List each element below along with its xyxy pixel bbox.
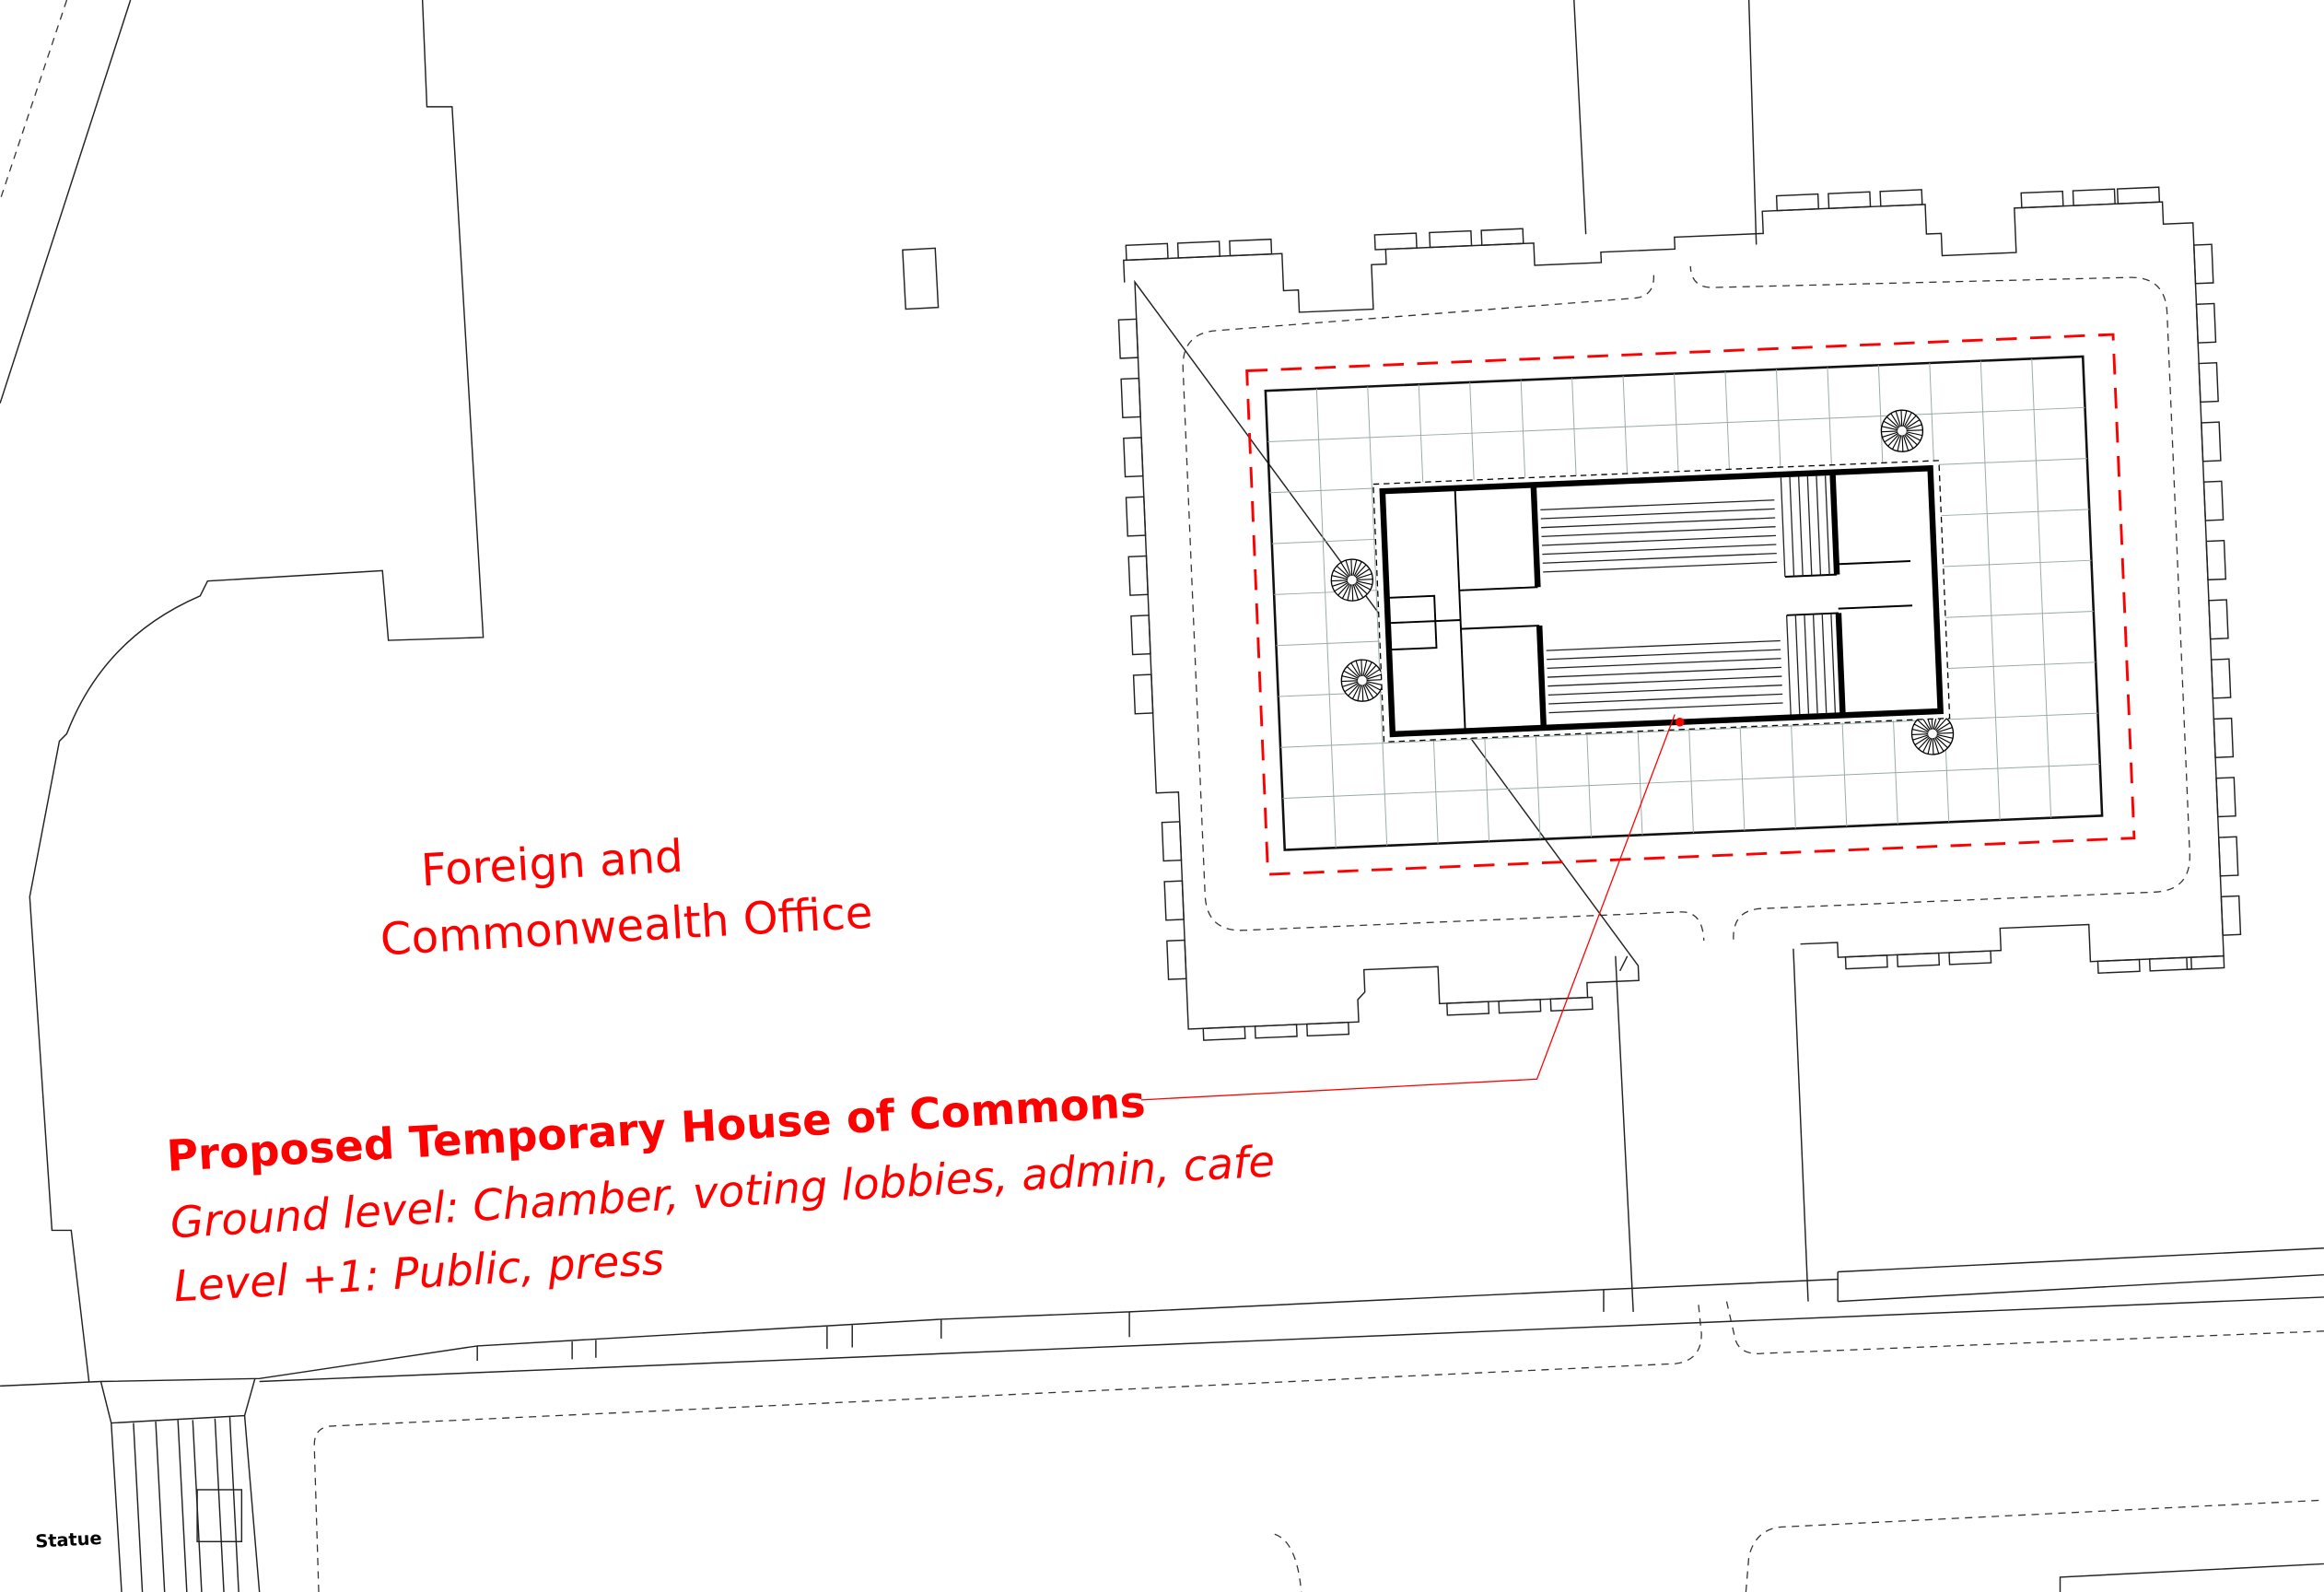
road-edge-dashed	[1274, 1533, 1302, 1592]
perimeter-bays	[1117, 186, 2242, 1041]
statue-label: Statue	[35, 1528, 102, 1552]
grid-line	[1267, 406, 2085, 442]
grid-line	[1979, 360, 2001, 821]
bench-row	[1547, 666, 1781, 678]
stair-line	[1804, 614, 1810, 714]
site-boundary-red	[1245, 333, 2136, 876]
leader-line	[1140, 714, 1676, 1101]
tree-icon	[1330, 558, 1373, 602]
bench-row	[1547, 658, 1781, 670]
bench-row	[1547, 649, 1781, 661]
statue-strip	[99, 1378, 261, 1592]
street-frontage	[0, 1247, 2324, 1387]
stair-line	[1806, 476, 1813, 576]
stair-line	[1816, 475, 1822, 576]
diagonal-dashed	[0, 0, 68, 201]
courtyard-road-dashed	[1182, 265, 2190, 942]
stair-line	[1798, 476, 1804, 577]
stair-line	[1812, 614, 1818, 714]
bench-row	[1540, 508, 1775, 520]
bench-row	[1543, 561, 1778, 573]
stair-line	[1824, 475, 1830, 576]
stair-line	[1785, 615, 1792, 715]
fco-building-outline	[29, 0, 485, 1382]
bench-row	[1541, 526, 1776, 537]
trees	[1330, 409, 1955, 755]
frontage-line-2	[259, 1296, 2324, 1383]
fco-label-line1: Foreign and	[420, 831, 684, 897]
chamber-benches	[1540, 475, 1837, 715]
bench-row	[1542, 544, 1777, 556]
proposal-line2: Level +1: Public, press	[172, 1235, 665, 1313]
diagonal-boundary	[0, 0, 132, 404]
tree-icon	[1910, 712, 1955, 755]
tree-icon	[1880, 409, 1924, 452]
bench-row	[1548, 693, 1783, 705]
stair-line	[1780, 477, 1786, 578]
fco-label-line2: Commonwealth Office	[379, 887, 873, 966]
bench-row	[1546, 639, 1781, 651]
grid-line	[1282, 763, 2100, 800]
road-edge-dashed	[1745, 1499, 2324, 1592]
stair-line	[1794, 615, 1801, 715]
bench-row	[1541, 517, 1776, 529]
bench-row	[1548, 702, 1783, 714]
grid-line	[1367, 386, 1388, 846]
perimeter-building-outline	[1123, 201, 2225, 1030]
access-road	[1615, 948, 1809, 1312]
bench-row	[1547, 675, 1782, 687]
temporary-chamber-building	[1372, 460, 1951, 743]
grid-line	[1280, 712, 2098, 748]
bench-row	[1541, 534, 1776, 546]
small-structure	[902, 247, 940, 310]
road-edge-dashed	[313, 1304, 1702, 1592]
grid-line	[2031, 358, 2052, 818]
road-edge-dashed	[1725, 1301, 2324, 1354]
grid-line	[1315, 388, 1337, 849]
bench-row	[1540, 499, 1775, 511]
building-edge	[2059, 1563, 2324, 1592]
bench-row	[1547, 685, 1782, 696]
tree-icon	[1340, 659, 1384, 702]
bench-row	[1542, 552, 1777, 564]
north-boundary	[1573, 0, 1758, 245]
stair-line	[1830, 613, 1837, 713]
stair-line	[1821, 614, 1828, 713]
stair-line	[1789, 476, 1795, 577]
